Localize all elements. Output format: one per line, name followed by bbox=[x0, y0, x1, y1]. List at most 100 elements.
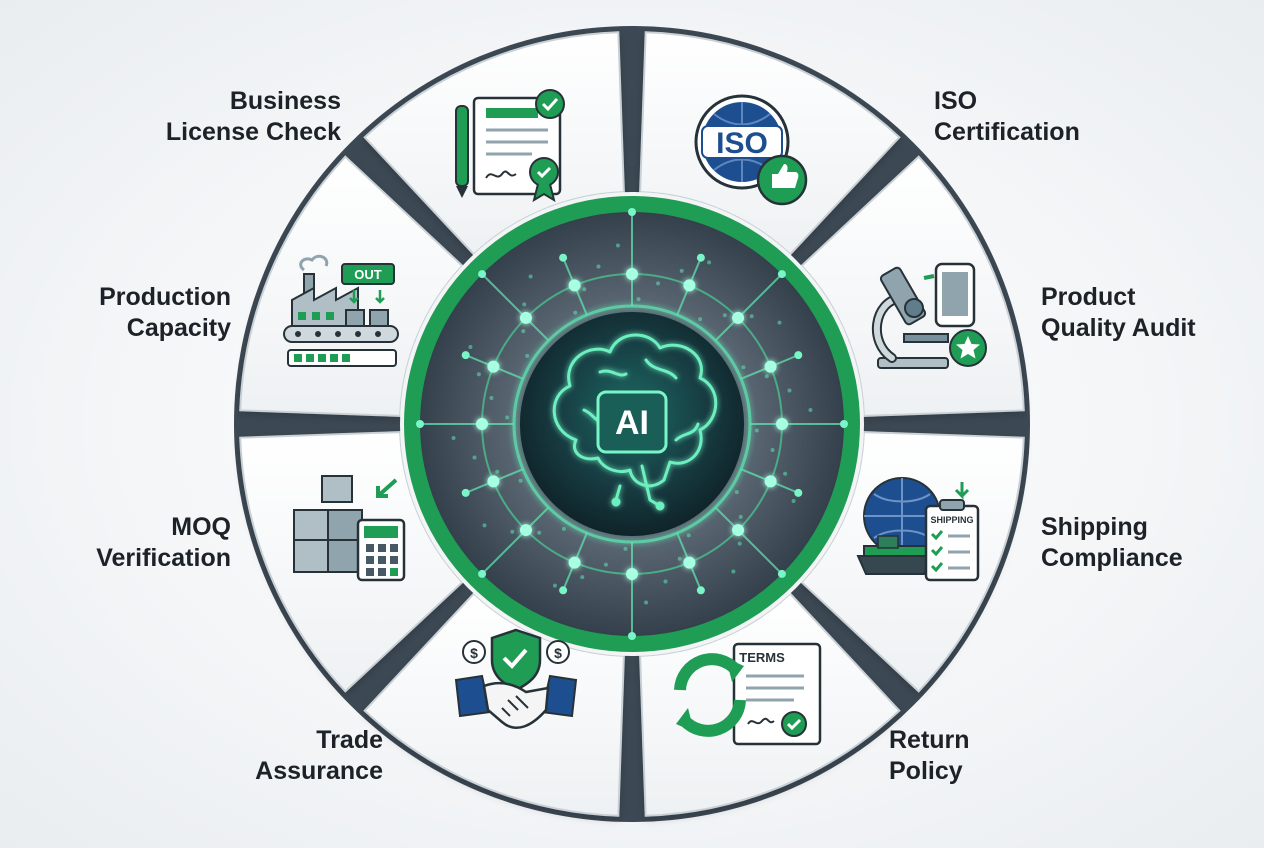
circuit-dot bbox=[603, 562, 608, 567]
label-line: Production bbox=[99, 283, 231, 311]
circuit-node bbox=[777, 270, 786, 279]
label-business-license-check: Business License Check bbox=[166, 86, 341, 148]
circuit-dot bbox=[749, 314, 754, 319]
circuit-node bbox=[559, 586, 568, 595]
circuit-node bbox=[416, 420, 424, 428]
circuit-line bbox=[481, 506, 550, 575]
shipping-text: SHIPPING bbox=[930, 515, 973, 525]
circuit-lines bbox=[416, 208, 848, 640]
circuit-dot bbox=[525, 353, 530, 358]
circuit-dot bbox=[656, 281, 661, 286]
circuit-node bbox=[476, 418, 488, 430]
label-line: MOQ bbox=[171, 513, 231, 541]
circuit-dot bbox=[451, 436, 456, 441]
circuit-dot bbox=[582, 287, 587, 292]
circuit-dot bbox=[573, 310, 578, 315]
circuit-dot bbox=[686, 533, 691, 538]
circuit-dot bbox=[737, 541, 742, 546]
circuit-dot bbox=[764, 374, 769, 379]
circuit-dot bbox=[561, 526, 566, 531]
circuit-node bbox=[461, 351, 470, 360]
circuit-node bbox=[764, 360, 777, 373]
label-product-quality-audit: Product Quality Audit bbox=[1041, 282, 1196, 344]
core-glow-ring bbox=[512, 304, 752, 544]
label-line: Shipping bbox=[1041, 513, 1148, 541]
circuit-node bbox=[626, 568, 638, 580]
circuit-dot bbox=[482, 523, 487, 528]
circuit-node bbox=[568, 556, 581, 569]
circuit-dot bbox=[489, 395, 494, 400]
license-document-icon bbox=[455, 89, 565, 203]
label-iso-certification: ISO Certification bbox=[934, 86, 1080, 148]
circuit-node bbox=[628, 632, 636, 640]
circuit-node bbox=[732, 524, 745, 537]
ai-chip bbox=[596, 390, 668, 454]
terms-text: TERMS bbox=[739, 650, 785, 665]
circuit-dot bbox=[698, 317, 703, 322]
label-line: ISO bbox=[934, 87, 978, 115]
circuit-dot bbox=[677, 556, 682, 561]
circuit-node bbox=[519, 311, 532, 324]
ai-text: AI bbox=[615, 404, 649, 442]
label-line: Assurance bbox=[255, 757, 383, 785]
circuit-node bbox=[461, 488, 470, 497]
circuit-dot bbox=[741, 365, 746, 370]
circuit-dot bbox=[787, 388, 792, 393]
circuit-dot bbox=[636, 297, 641, 302]
brain-icon bbox=[552, 333, 718, 511]
circuit-line bbox=[481, 273, 550, 342]
circuit-dot bbox=[791, 499, 796, 504]
label-line: Compliance bbox=[1041, 544, 1183, 572]
circuit-dot bbox=[623, 546, 628, 551]
label-line: Quality Audit bbox=[1041, 314, 1196, 342]
circuit-dot bbox=[783, 471, 788, 476]
circuit-dot bbox=[731, 569, 736, 574]
circuit-dot bbox=[777, 320, 782, 325]
iso-badge-icon: ISO bbox=[694, 94, 808, 206]
circuit-dot bbox=[707, 260, 712, 265]
circuit-line bbox=[714, 506, 783, 575]
shipping-checklist-icon: SHIPPING bbox=[856, 477, 980, 582]
label-line: Policy bbox=[889, 757, 963, 785]
circuit-dot bbox=[528, 274, 533, 279]
circuit-line bbox=[714, 273, 783, 342]
circuit-node bbox=[732, 311, 745, 324]
handshake-shield-icon: $ $ bbox=[454, 628, 578, 729]
circuit-dot bbox=[738, 514, 743, 519]
circuit-node bbox=[568, 279, 581, 292]
circuit-node bbox=[478, 569, 487, 578]
circuit-node bbox=[696, 253, 705, 262]
label-line: Product bbox=[1041, 283, 1136, 311]
circuit-node bbox=[777, 569, 786, 578]
circuit-dot bbox=[644, 600, 649, 605]
microscope-icon bbox=[871, 262, 987, 369]
circuit-dot bbox=[754, 428, 759, 433]
label-line: Business bbox=[229, 87, 341, 115]
circuit-node bbox=[794, 351, 803, 360]
circuit-dot bbox=[770, 448, 775, 453]
label-moq-verification: MOQ Verification bbox=[96, 512, 231, 574]
circuit-dot bbox=[580, 575, 585, 580]
circuit-dot bbox=[808, 407, 813, 412]
return-terms-icon: TERMS bbox=[674, 642, 822, 746]
circuit-dot bbox=[522, 302, 527, 307]
factory-icon: OUT bbox=[283, 254, 399, 367]
circuit-dot bbox=[468, 344, 473, 349]
circuit-node bbox=[683, 279, 696, 292]
label-trade-assurance: Trade Assurance bbox=[255, 725, 383, 787]
circuit-dot bbox=[734, 490, 739, 495]
label-production-capacity: Production Capacity bbox=[99, 282, 231, 344]
circuit-node bbox=[840, 420, 848, 428]
circuit-dot bbox=[537, 530, 542, 535]
circuit-dot bbox=[722, 313, 727, 318]
circuit-dot bbox=[472, 455, 477, 460]
out-text: OUT bbox=[354, 267, 382, 282]
circuit-node bbox=[764, 475, 777, 488]
circuit-dot bbox=[596, 264, 601, 269]
iso-text: ISO bbox=[716, 127, 768, 160]
circuit-node bbox=[487, 475, 500, 488]
boxes-calculator-icon bbox=[293, 475, 406, 582]
circuit-dot bbox=[510, 529, 515, 534]
label-line: Trade bbox=[316, 726, 383, 754]
